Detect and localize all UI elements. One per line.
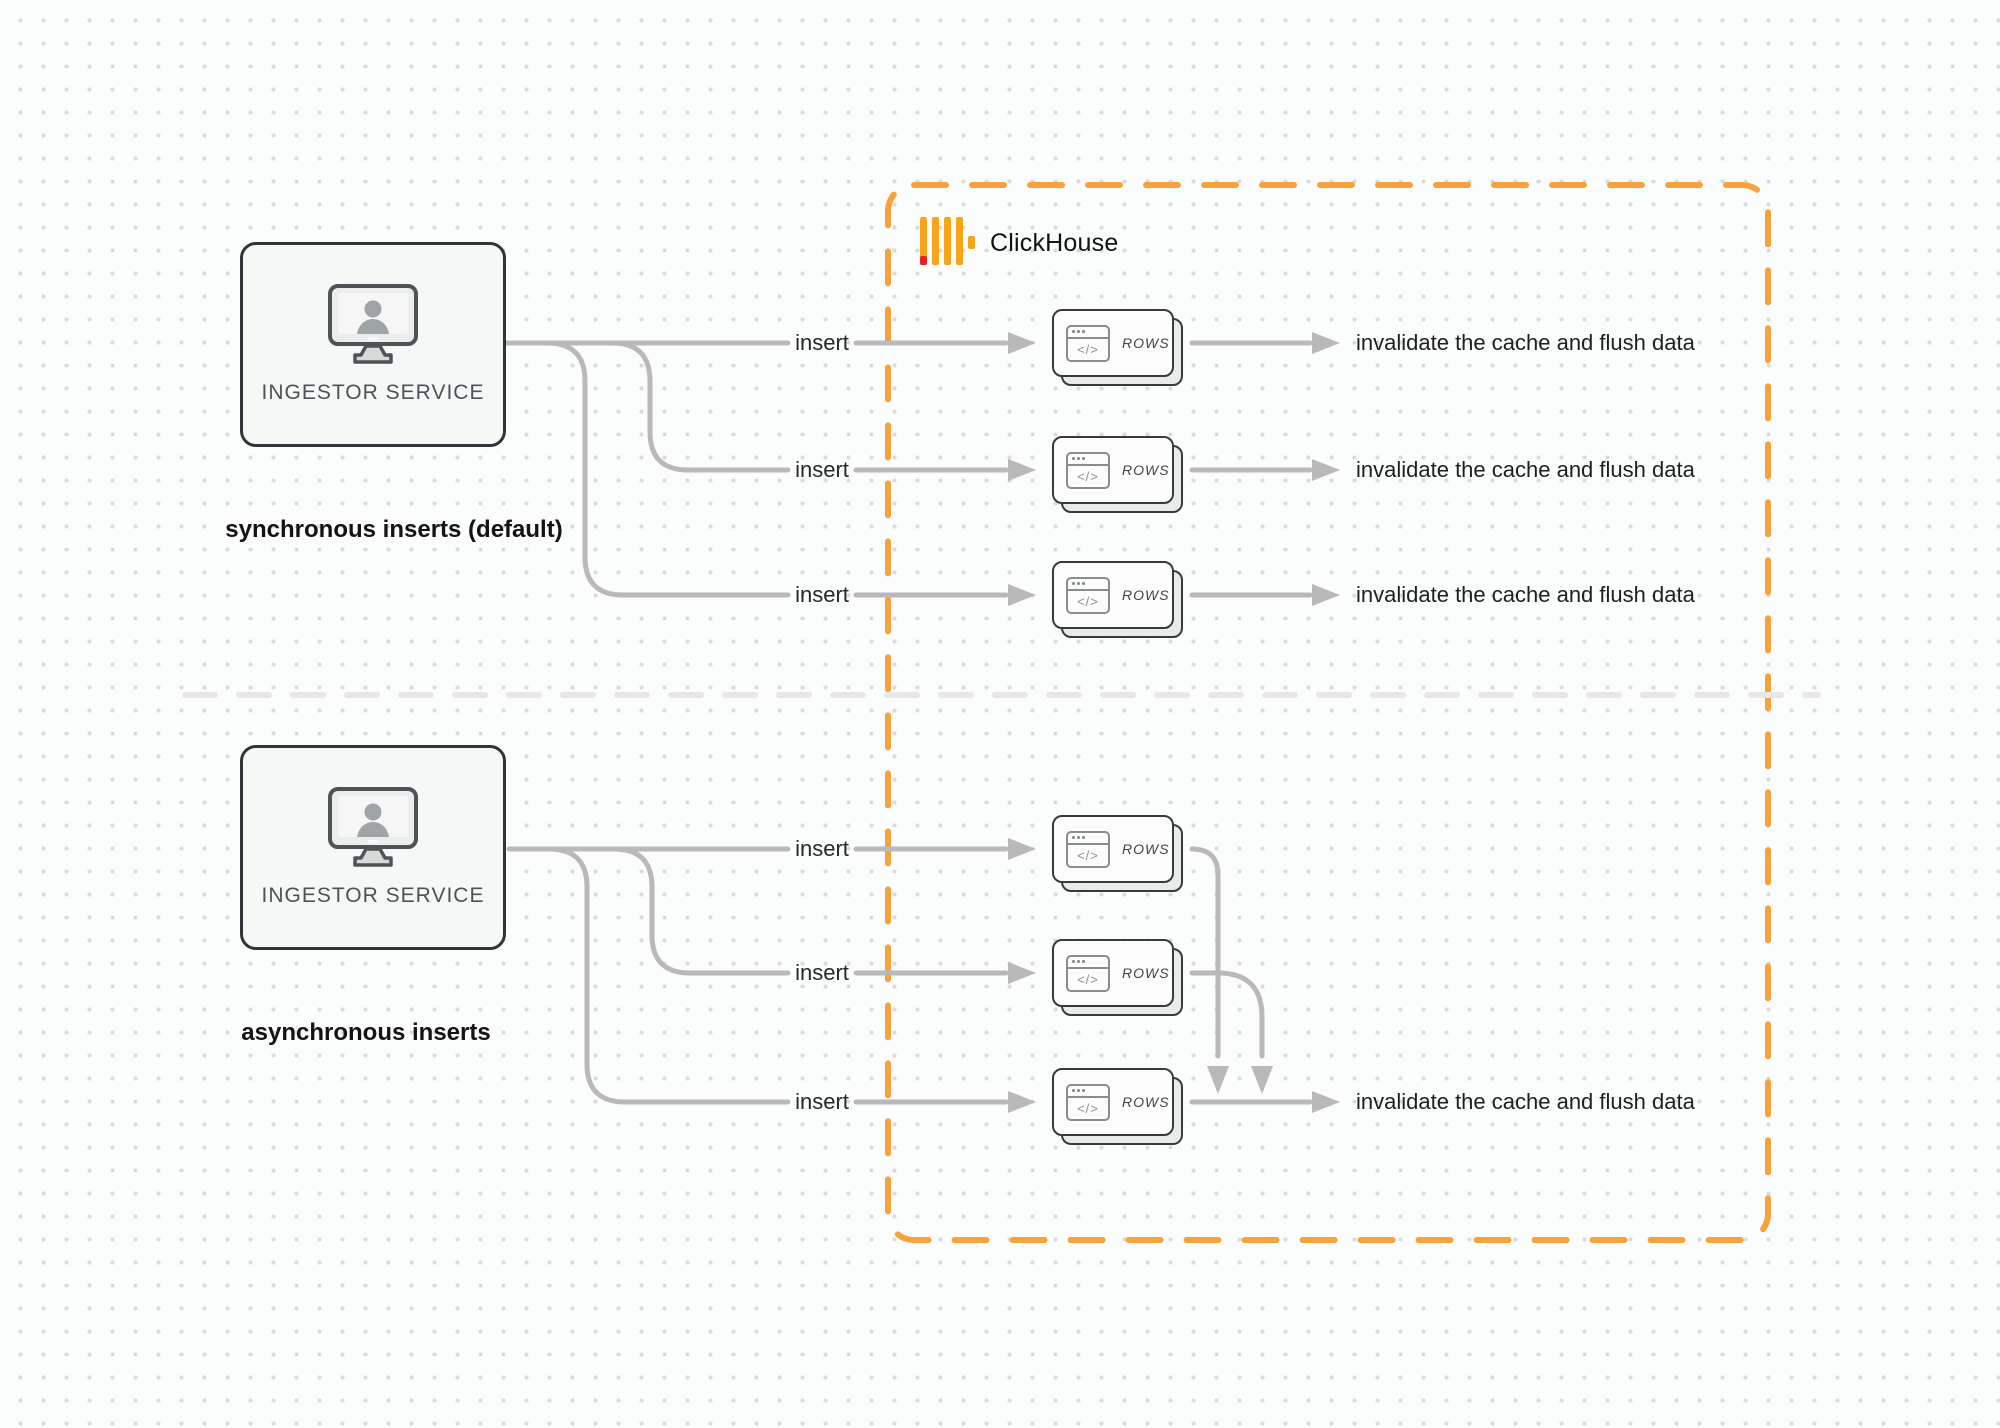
card-front: </> ROWS <box>1052 561 1174 629</box>
card-front: </> ROWS <box>1052 939 1174 1007</box>
arrowhead-right <box>1312 459 1340 481</box>
connector <box>544 340 791 598</box>
service-label: INGESTOR SERVICE <box>261 884 485 907</box>
card-front: </> ROWS <box>1052 1068 1174 1136</box>
sync-connectors <box>504 340 1313 598</box>
arrowhead-right <box>1008 1091 1036 1113</box>
arrowhead-right <box>1008 838 1036 860</box>
result-label: invalidate the cache and flush data <box>1356 582 1695 607</box>
async-arrowheads <box>1008 838 1340 1113</box>
connector <box>546 846 791 1105</box>
card-front: </> ROWS <box>1052 815 1174 883</box>
arrowhead-right <box>1008 962 1036 984</box>
arrowhead-down <box>1207 1066 1229 1094</box>
result-label: invalidate the cache and flush data <box>1356 330 1695 355</box>
arrowhead-right <box>1312 584 1340 606</box>
result-label: invalidate the cache and flush data <box>1356 457 1695 482</box>
ingestor-service-box-async: INGESTOR SERVICE <box>240 745 506 950</box>
rows-label: ROWS <box>1122 587 1170 603</box>
connector <box>609 340 791 473</box>
rows-node: </> ROWS <box>1052 436 1183 513</box>
clickhouse-boundary <box>885 182 1771 1243</box>
arrowhead-right <box>1008 459 1036 481</box>
insert-label: insert <box>795 1089 849 1114</box>
async-connectors <box>506 846 1313 1105</box>
connector <box>611 846 791 976</box>
code-window-icon: </> <box>1066 576 1110 614</box>
arrowhead-down <box>1251 1066 1273 1094</box>
monitor-user-icon <box>328 787 418 867</box>
connector <box>1189 970 1265 1059</box>
rows-label: ROWS <box>1122 1094 1170 1110</box>
monitor-user-icon <box>328 284 418 364</box>
rows-node: </> ROWS <box>1052 309 1183 386</box>
connector <box>1189 846 1221 1059</box>
rows-label: ROWS <box>1122 965 1170 981</box>
rows-node: </> ROWS <box>1052 815 1183 892</box>
clickhouse-bars-icon <box>920 217 980 265</box>
arrowhead-right <box>1008 332 1036 354</box>
ingestor-service-box-sync: INGESTOR SERVICE <box>240 242 506 447</box>
clickhouse-title: ClickHouse <box>990 229 1119 257</box>
sync-caption: synchronous inserts (default) <box>225 516 563 543</box>
arrowhead-right <box>1312 332 1340 354</box>
card-front: </> ROWS <box>1052 309 1174 377</box>
code-window-icon: </> <box>1066 451 1110 489</box>
code-window-icon: </> <box>1066 830 1110 868</box>
insert-label: insert <box>795 836 849 861</box>
arrowhead-right <box>1008 584 1036 606</box>
rows-label: ROWS <box>1122 841 1170 857</box>
rows-label: ROWS <box>1122 335 1170 351</box>
rows-node: </> ROWS <box>1052 939 1183 1016</box>
code-window-icon: </> <box>1066 954 1110 992</box>
async-caption: asynchronous inserts <box>241 1019 491 1046</box>
rows-label: ROWS <box>1122 462 1170 478</box>
arrowhead-right <box>1312 1091 1340 1113</box>
service-label: INGESTOR SERVICE <box>261 381 485 404</box>
insert-label: insert <box>795 582 849 607</box>
insert-label: insert <box>795 330 849 355</box>
rows-node: </> ROWS <box>1052 1068 1183 1145</box>
rows-node: </> ROWS <box>1052 561 1183 638</box>
result-label: invalidate the cache and flush data <box>1356 1089 1695 1114</box>
code-window-icon: </> <box>1066 324 1110 362</box>
code-window-icon: </> <box>1066 1083 1110 1121</box>
insert-label: insert <box>795 457 849 482</box>
card-front: </> ROWS <box>1052 436 1174 504</box>
insert-label: insert <box>795 960 849 985</box>
sync-arrowheads <box>1008 332 1340 606</box>
